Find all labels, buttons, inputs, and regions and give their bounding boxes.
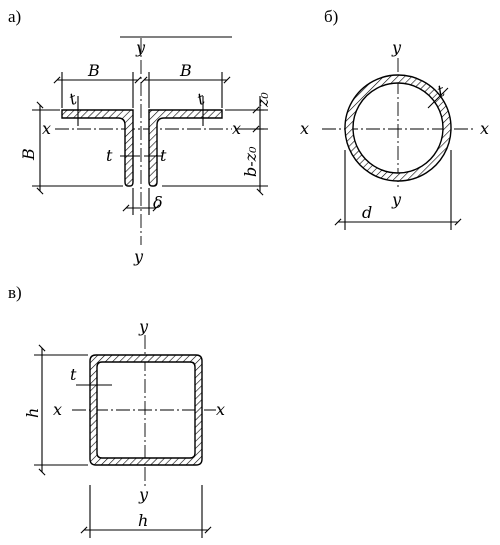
panel-b: б) y y x x t d bbox=[300, 7, 489, 230]
dim-height-b: B bbox=[19, 148, 38, 161]
dim-t-tube: t bbox=[70, 365, 77, 384]
dim-ext bbox=[427, 87, 449, 109]
dim-b-right: B bbox=[179, 61, 192, 80]
dim-b-minus-z0: b-z₀ bbox=[241, 146, 260, 177]
dim-width-h: h bbox=[138, 511, 148, 530]
panel-a-y-bottom-label: y bbox=[133, 247, 144, 266]
dim-gap-delta: δ bbox=[153, 193, 163, 212]
right-angle-section bbox=[148, 109, 223, 187]
dim-t-web-left: t bbox=[106, 146, 113, 165]
dim-d: d bbox=[362, 203, 372, 222]
panel-a: а) y y x x B B B t t bbox=[8, 7, 272, 266]
panel-b-y-bottom-label: y bbox=[391, 190, 402, 209]
dim-t-web-right: t bbox=[160, 146, 167, 165]
panel-b-label: б) bbox=[324, 7, 338, 26]
panel-c-label: в) bbox=[8, 283, 22, 302]
panel-a-x-left-label: x bbox=[42, 119, 51, 138]
panel-c-y-bottom-label: y bbox=[138, 485, 149, 504]
panel-a-label: а) bbox=[8, 7, 21, 26]
dim-t-flange-right: t bbox=[194, 89, 207, 109]
panel-a-y-top-label: y bbox=[135, 38, 146, 57]
dim-b-left: B bbox=[87, 61, 100, 80]
panel-c-x-left-label: x bbox=[53, 400, 62, 419]
rect-tube-section bbox=[89, 354, 203, 466]
panel-b-y-top-label: y bbox=[391, 38, 402, 57]
pipe-section bbox=[344, 74, 452, 182]
panel-c-y-top-label: y bbox=[138, 317, 149, 336]
dim-z0: z₀ bbox=[253, 92, 272, 108]
panel-c-x-right-label: x bbox=[216, 400, 225, 419]
left-angle-section bbox=[61, 109, 134, 187]
panel-b-x-left-label: x bbox=[300, 119, 309, 138]
dim-height-h: h bbox=[23, 408, 42, 418]
panel-b-x-right-label: x bbox=[480, 119, 489, 138]
panel-c: в) y y x x t h h bbox=[8, 283, 225, 538]
